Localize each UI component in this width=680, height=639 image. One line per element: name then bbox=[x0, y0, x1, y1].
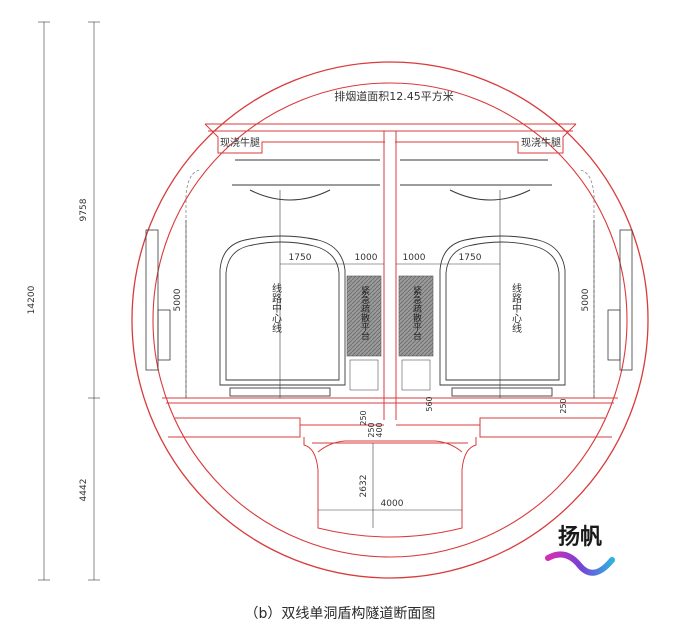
side-equipment bbox=[145, 229, 633, 371]
dimension-center-wall-left: 1750 bbox=[289, 253, 312, 263]
dimension-channel-height: 2632 bbox=[359, 475, 369, 498]
emergency-platform-label-right: 紧急疏散平台 bbox=[411, 286, 422, 341]
track-center-label-left: 线路中心线 bbox=[270, 282, 282, 333]
dimension-gauge-left: 5000 bbox=[173, 288, 183, 311]
emergency-platforms bbox=[346, 275, 434, 391]
track-center-lines bbox=[279, 190, 501, 398]
floor-structure bbox=[162, 397, 618, 538]
corbel-label-left: 现浇牛腿 bbox=[220, 136, 260, 149]
train-left bbox=[219, 235, 346, 397]
dimension-total-height: 14200 bbox=[27, 285, 37, 314]
logo: 扬帆 bbox=[545, 525, 615, 576]
smoke-duct-label: 排烟道面积12.45平方米 bbox=[334, 89, 454, 103]
dimension-platform-right: 1000 bbox=[403, 253, 426, 263]
dimension-platform-height: 560 bbox=[425, 396, 434, 411]
dimension-track-depth-center: 250 bbox=[367, 422, 376, 437]
track-center-label-right: 线路中心线 bbox=[510, 282, 522, 333]
dimension-track-depth-right: 250 bbox=[559, 398, 568, 413]
dimension-upper-height: 9758 bbox=[79, 198, 89, 221]
figure-caption: （b）双线单洞盾构隧道断面图 bbox=[244, 606, 436, 622]
train-right bbox=[439, 235, 566, 397]
dimension-lines bbox=[38, 21, 595, 581]
logo-text: 扬帆 bbox=[558, 525, 602, 550]
emergency-platform-label-left: 紧急疏散平台 bbox=[359, 286, 370, 341]
structure-gauge bbox=[185, 169, 595, 398]
dimension-lower-height: 4442 bbox=[79, 479, 89, 502]
dimension-slab-thickness: 400 bbox=[375, 422, 384, 437]
labels: 排烟道面积12.45平方米 现浇牛腿 现浇牛腿 线路中心线 线路中心线 紧急疏散… bbox=[27, 89, 591, 509]
corbel-label-right: 现浇牛腿 bbox=[521, 136, 561, 149]
tunnel-lining bbox=[131, 61, 649, 579]
dimension-channel-width: 4000 bbox=[381, 499, 404, 509]
dimension-platform-left: 1000 bbox=[355, 253, 378, 263]
dimension-center-wall-right: 1750 bbox=[459, 253, 482, 263]
smoke-duct-slab bbox=[204, 123, 577, 420]
dimension-gauge-right: 5000 bbox=[581, 288, 591, 311]
overhead-catenary bbox=[232, 159, 552, 201]
dimension-track-depth-left: 250 bbox=[359, 410, 368, 425]
